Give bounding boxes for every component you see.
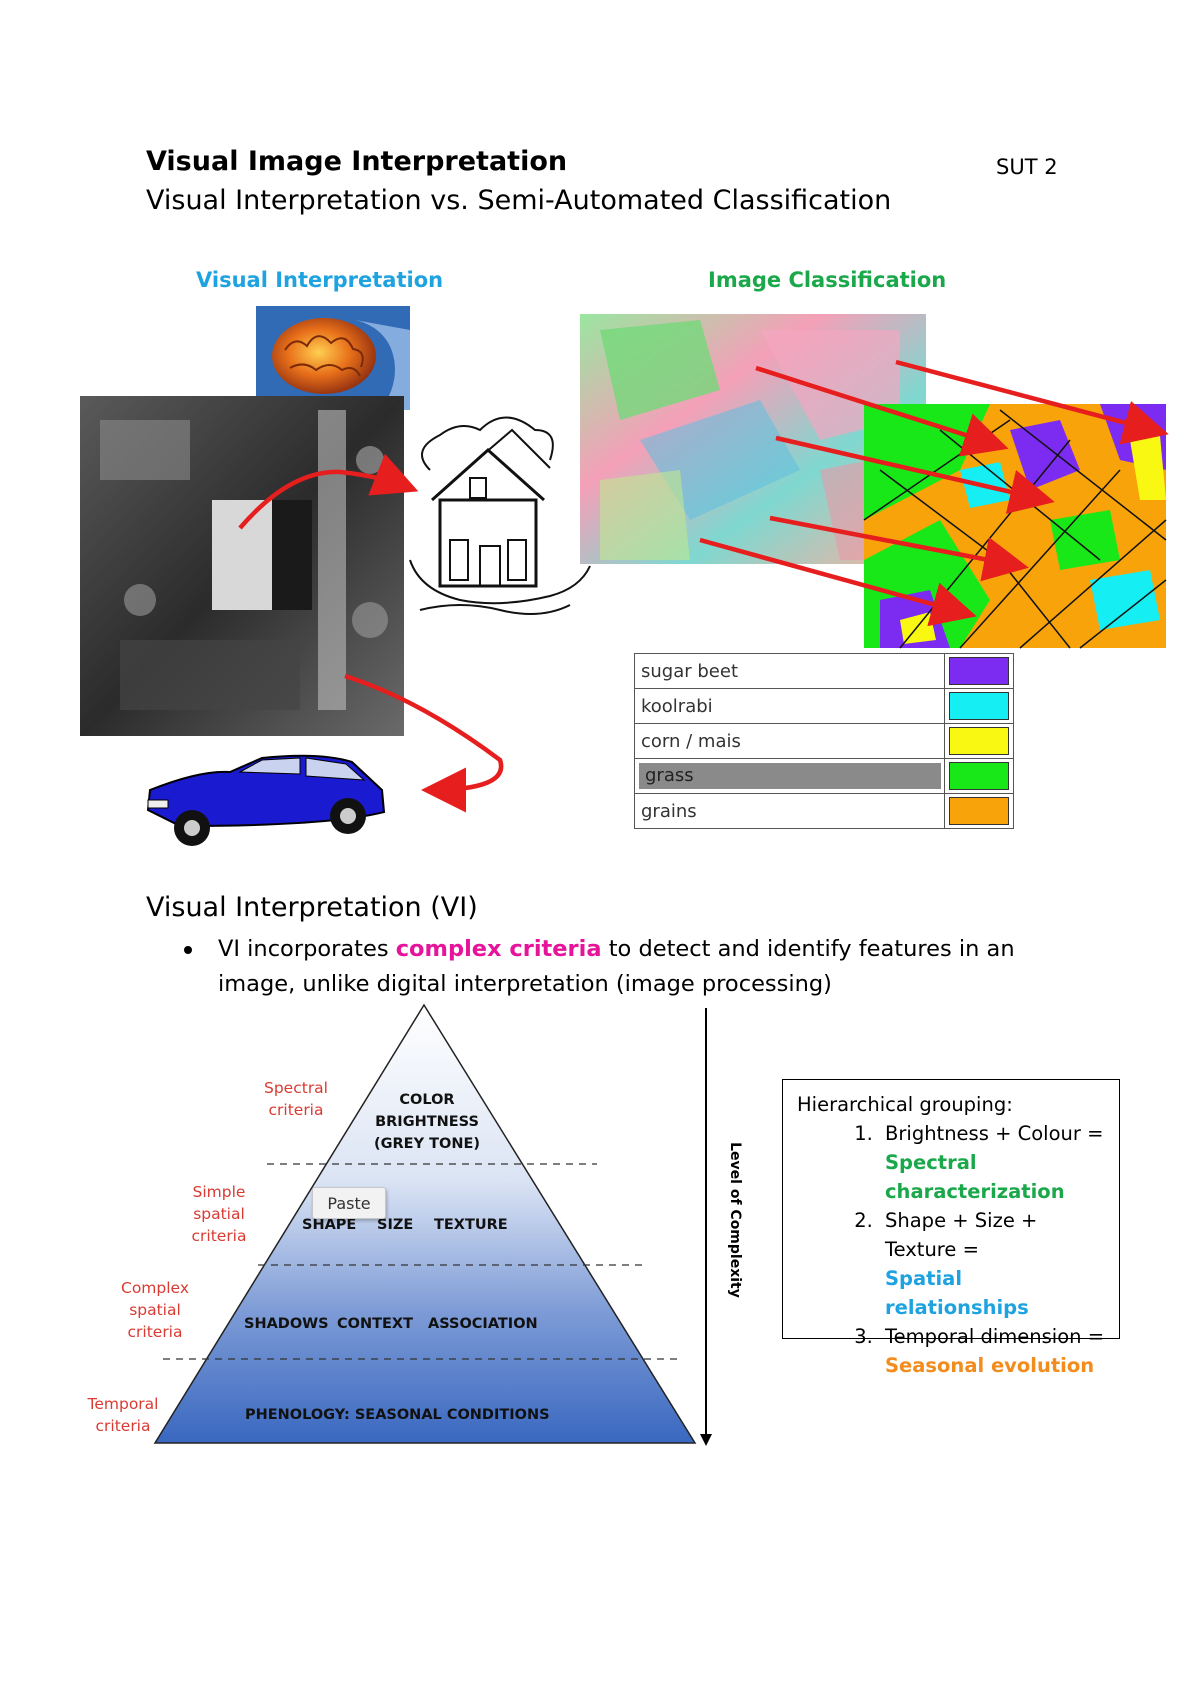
legend-label: sugar beet [634, 653, 945, 689]
hierarchical-grouping-box: Hierarchical grouping: Brightness + Colo… [782, 1079, 1120, 1377]
grouping-item-highlight: Spectral characterization [885, 1151, 1065, 1203]
section-heading: Visual Interpretation (VI) [146, 892, 478, 923]
legend-swatch-koolrabi [949, 692, 1009, 720]
grey-tone-label: (GREY TONE) [373, 1136, 481, 1152]
association-label: ASSOCIATION [428, 1316, 538, 1332]
bullet-text-start: VI incorporates [218, 936, 396, 962]
grouping-item-text: Temporal dimension = [885, 1325, 1105, 1348]
bullet-text-end: to detect and identify features in an im… [218, 936, 1015, 997]
temporal-criteria-label: Temporal criteria [87, 1395, 159, 1435]
bullet-text: VI incorporates complex criteria to dete… [218, 932, 1058, 1002]
pyramid-dividers [163, 1163, 682, 1360]
aerial-photo [80, 396, 404, 736]
bullet-icon [184, 946, 192, 954]
unit-label: SUT 2 [996, 155, 1058, 179]
legend-swatch-sugar-beet [949, 657, 1009, 685]
document-subtitle: Visual Interpretation vs. Semi-Automated… [146, 185, 892, 216]
spectral-level-labels: COLOR BRIGHTNESS (GREY TONE) [362, 1089, 492, 1155]
color-label: COLOR [399, 1092, 455, 1108]
visual-interpretation-heading: Visual Interpretation [196, 268, 444, 292]
grouping-item: Temporal dimension = Seasonal evolution [879, 1322, 1107, 1380]
legend-swatch-grains [949, 797, 1009, 825]
brightness-label: BRIGHTNESS [375, 1114, 479, 1130]
grouping-item: Shape + Size + Texture = Spatial relatio… [879, 1206, 1107, 1322]
grouping-item-highlight: Spatial relationships [885, 1267, 1029, 1319]
brain-image [256, 306, 410, 410]
grouping-item-text: Shape + Size + Texture = [885, 1209, 1038, 1261]
shadows-label: SHADOWS [244, 1316, 329, 1332]
classified-map [863, 404, 1167, 649]
classification-legend: sugar beet koolrabi corn / mais grass gr… [634, 653, 1014, 829]
legend-row: grains [634, 793, 1014, 829]
legend-swatch-corn [949, 727, 1009, 755]
axis-arrow-icon [700, 1434, 712, 1446]
complexity-axis-label: Level of Complexity [727, 1142, 743, 1298]
texture-label: TEXTURE [434, 1217, 508, 1233]
legend-label: grains [634, 793, 945, 829]
grouping-item-text: Brightness + Colour = [885, 1122, 1104, 1145]
legend-label-highlight: grass [639, 763, 941, 789]
car-illustration [146, 754, 386, 846]
legend-row: sugar beet [634, 653, 1014, 689]
grouping-title: Hierarchical grouping: [797, 1093, 1013, 1116]
document-title: Visual Image Interpretation [146, 146, 568, 177]
legend-label: corn / mais [634, 723, 945, 759]
complex-criteria-label: Complex spatial criteria [121, 1279, 189, 1341]
spectral-criteria-label: Spectral criteria [264, 1079, 328, 1119]
classification-arrows [699, 359, 1169, 627]
size-label: SIZE [377, 1217, 414, 1233]
context-label: CONTEXT [337, 1316, 413, 1332]
shape-label: SHAPE [302, 1217, 357, 1233]
phenology-label: PHENOLOGY: SEASONAL CONDITIONS [245, 1407, 550, 1423]
grouping-item-highlight: Seasonal evolution [885, 1354, 1095, 1377]
interpretation-arrows [238, 453, 504, 813]
simple-criteria-label: Simple spatial criteria [191, 1183, 247, 1245]
legend-row: koolrabi [634, 688, 1014, 724]
legend-row: corn / mais [634, 723, 1014, 759]
grouping-list: Brightness + Colour = Spectral character… [797, 1119, 1107, 1380]
image-classification-heading: Image Classification [708, 268, 947, 292]
house-sketch [409, 416, 591, 615]
bullet-highlight: complex criteria [395, 936, 602, 962]
legend-swatch-grass [949, 762, 1009, 790]
comparison-figure [80, 306, 1169, 846]
pyramid-shape [153, 1003, 697, 1444]
legend-row: grass [634, 758, 1014, 794]
legend-label: grass [634, 758, 945, 794]
complexity-pyramid [153, 1003, 712, 1446]
legend-label: koolrabi [634, 688, 945, 724]
grouping-item: Brightness + Colour = Spectral character… [879, 1119, 1107, 1206]
paste-button[interactable]: Paste [312, 1187, 386, 1219]
